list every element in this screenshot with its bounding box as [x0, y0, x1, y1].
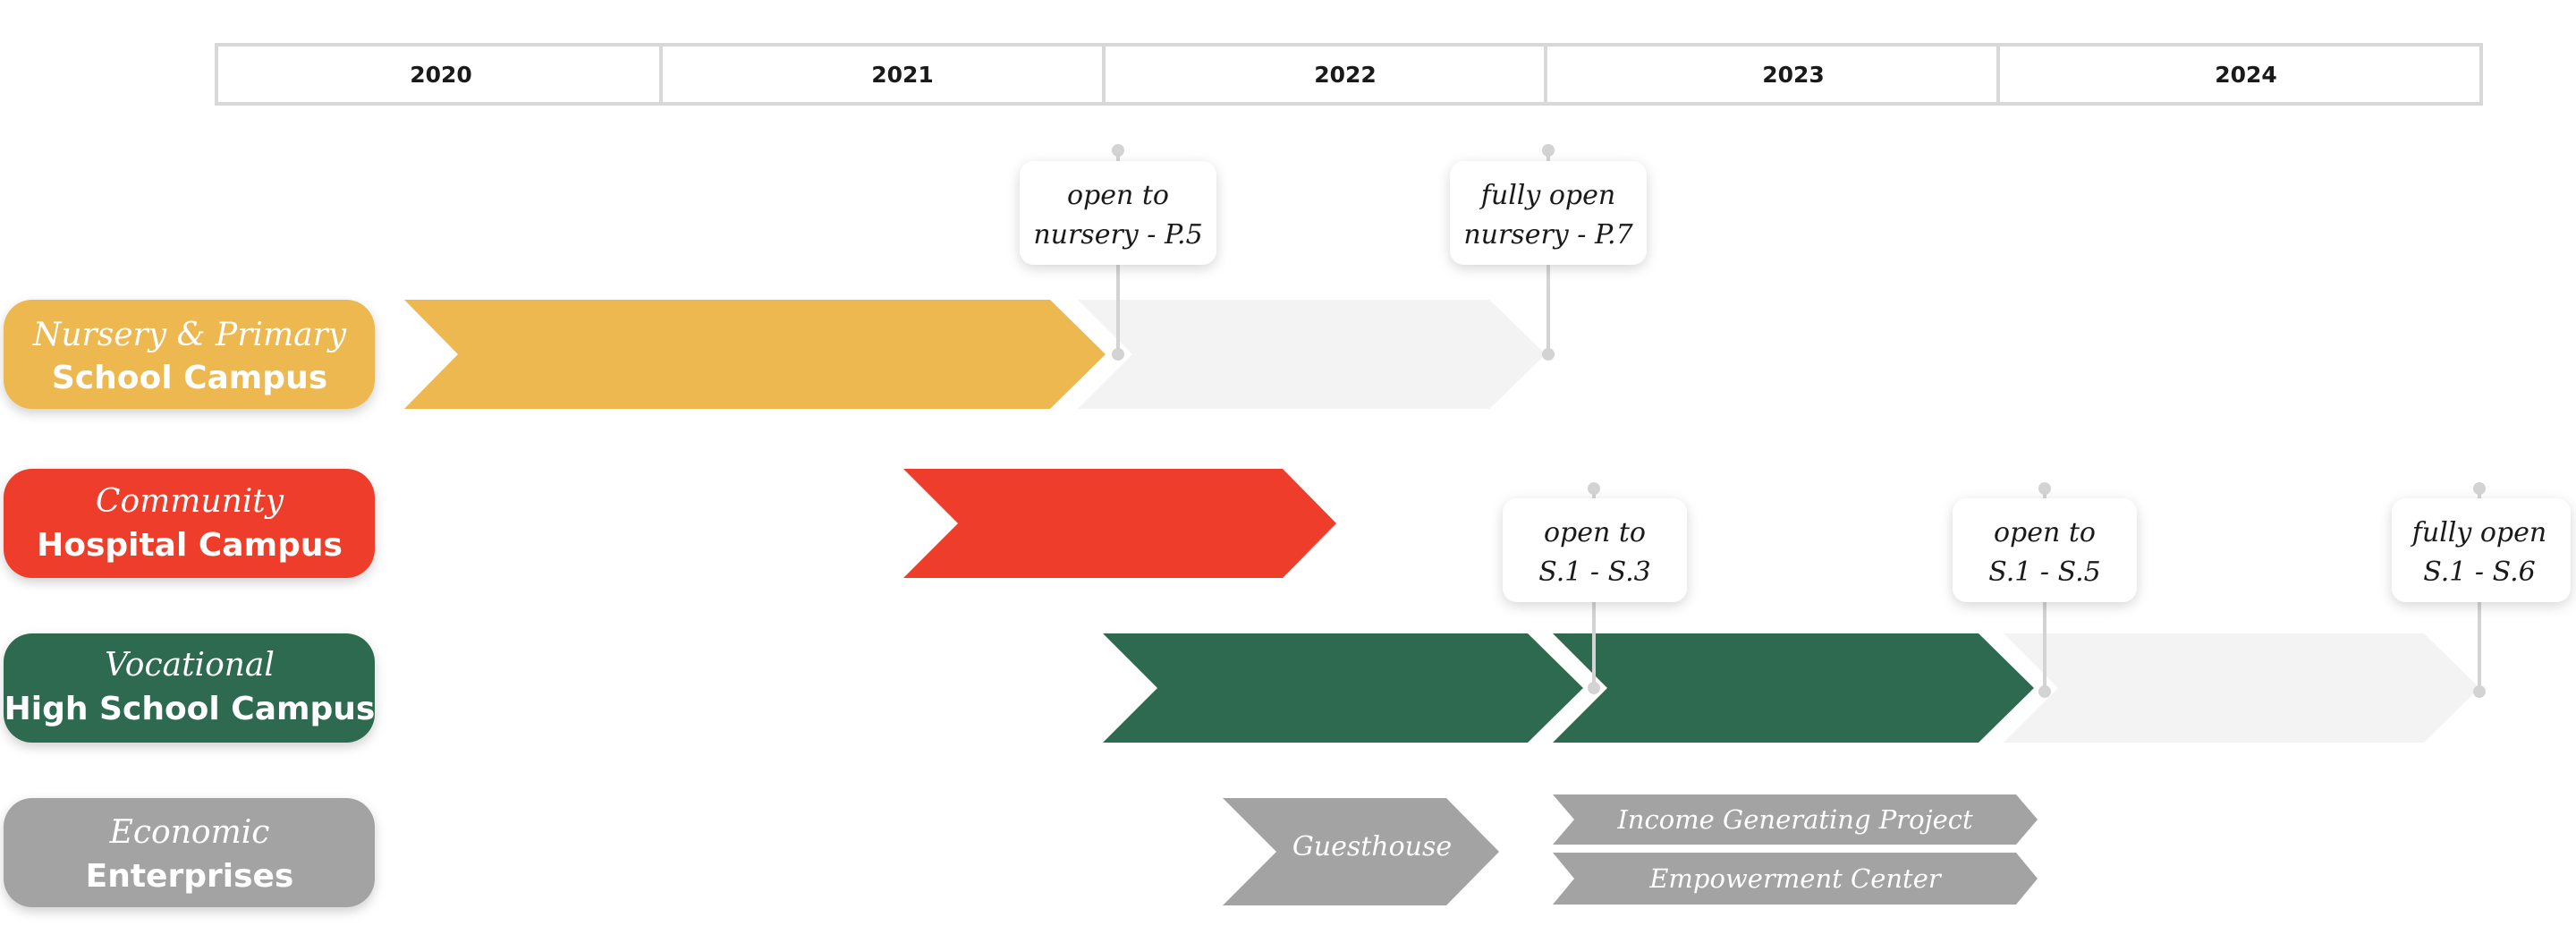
row-vocational: Vocational High School Campus	[4, 633, 2479, 743]
callout-line2: nursery - P.7	[1463, 219, 1633, 251]
callout-line2: S.1 - S.3	[1538, 556, 1650, 588]
callout-card	[1450, 161, 1647, 265]
vocational-phase2-chevron	[1553, 633, 2034, 743]
callout-line1: open to	[1067, 180, 1169, 211]
callout-line1: fully open	[2411, 517, 2546, 548]
milestone-card-nursery-p5: open to nursery - P.5	[1020, 161, 1216, 265]
callout-line1: fully open	[1479, 180, 1615, 211]
vocational-future-chevron	[2004, 633, 2479, 743]
milestone-dot-bottom	[1112, 348, 1124, 361]
income-project-chevron	[1553, 794, 2038, 845]
row-hospital: Community Hospital Campus	[4, 469, 1336, 578]
row-enterprise: Economic Enterprises Guesthouse Income G…	[4, 794, 2038, 907]
row-label-pill-vocational	[4, 633, 375, 743]
milestone-card-vocational-s6: fully open S.1 - S.6	[2392, 498, 2571, 602]
milestone-dot-bottom	[1542, 348, 1555, 361]
vocational-phase1-chevron	[1103, 633, 1583, 743]
nursery-built-chevron	[404, 300, 1106, 409]
milestone-dot-bottom	[2473, 685, 2486, 698]
row-label-enterprise-line2: Enterprises	[86, 858, 294, 895]
milestone-dot-top	[2473, 482, 2486, 495]
row-label-hospital-line2: Hospital Campus	[37, 527, 343, 564]
row-label-nursery-line2: School Campus	[52, 360, 327, 396]
milestone-dot-top	[1588, 482, 1600, 495]
guesthouse-chevron	[1223, 798, 1499, 905]
milestone-connectors	[1112, 144, 2486, 698]
callout-line2: S.1 - S.6	[2423, 556, 2535, 588]
nursery-future-chevron	[1078, 300, 1546, 409]
callout-line2: nursery - P.5	[1033, 219, 1202, 251]
row-label-pill-nursery	[4, 300, 375, 409]
milestone-dot-top	[1542, 144, 1555, 157]
year-label-2023: 2023	[1762, 62, 1825, 88]
row-label-pill-enterprise	[4, 798, 375, 907]
year-label-2022: 2022	[1314, 62, 1377, 88]
row-nursery: Nursery & Primary School Campus	[4, 300, 1546, 409]
guesthouse-label: Guesthouse	[1292, 831, 1452, 862]
milestone-card-vocational-s3: open to S.1 - S.3	[1503, 498, 1687, 602]
callout-card	[1020, 161, 1216, 265]
year-label-2021: 2021	[871, 62, 934, 88]
income-project-label: Income Generating Project	[1616, 804, 1973, 835]
callout-card	[1953, 498, 2137, 602]
year-label-2024: 2024	[2215, 62, 2277, 88]
empowerment-center-label: Empowerment Center	[1648, 863, 1943, 894]
callout-line2: S.1 - S.5	[1988, 556, 2100, 588]
callout-line1: open to	[1544, 517, 1646, 548]
hospital-chevron	[903, 469, 1336, 578]
milestone-card-vocational-s5: open to S.1 - S.5	[1953, 498, 2137, 602]
milestone-dot-bottom	[1588, 682, 1600, 694]
row-label-enterprise-line1: Economic	[109, 814, 270, 851]
callout-line1: open to	[1994, 517, 2096, 548]
milestone-dot-bottom	[2038, 685, 2051, 698]
row-label-hospital-line1: Community	[96, 483, 284, 520]
callout-card	[1503, 498, 1687, 602]
empowerment-center-chevron	[1553, 853, 2038, 905]
row-label-vocational-line2: High School Campus	[4, 691, 376, 727]
row-label-pill-hospital	[4, 469, 375, 578]
milestone-dot-top	[2038, 482, 2051, 495]
callout-card	[2392, 498, 2571, 602]
milestone-card-nursery-p7: fully open nursery - P.7	[1450, 161, 1647, 265]
milestone-dot-top	[1112, 144, 1124, 157]
row-label-nursery-line1: Nursery & Primary	[32, 317, 347, 353]
year-header-frame	[215, 43, 2483, 106]
year-header: 2020 2021 2022 2023 2024	[215, 43, 2483, 106]
year-label-2020: 2020	[410, 62, 472, 88]
row-label-vocational-line1: Vocational	[105, 647, 275, 684]
